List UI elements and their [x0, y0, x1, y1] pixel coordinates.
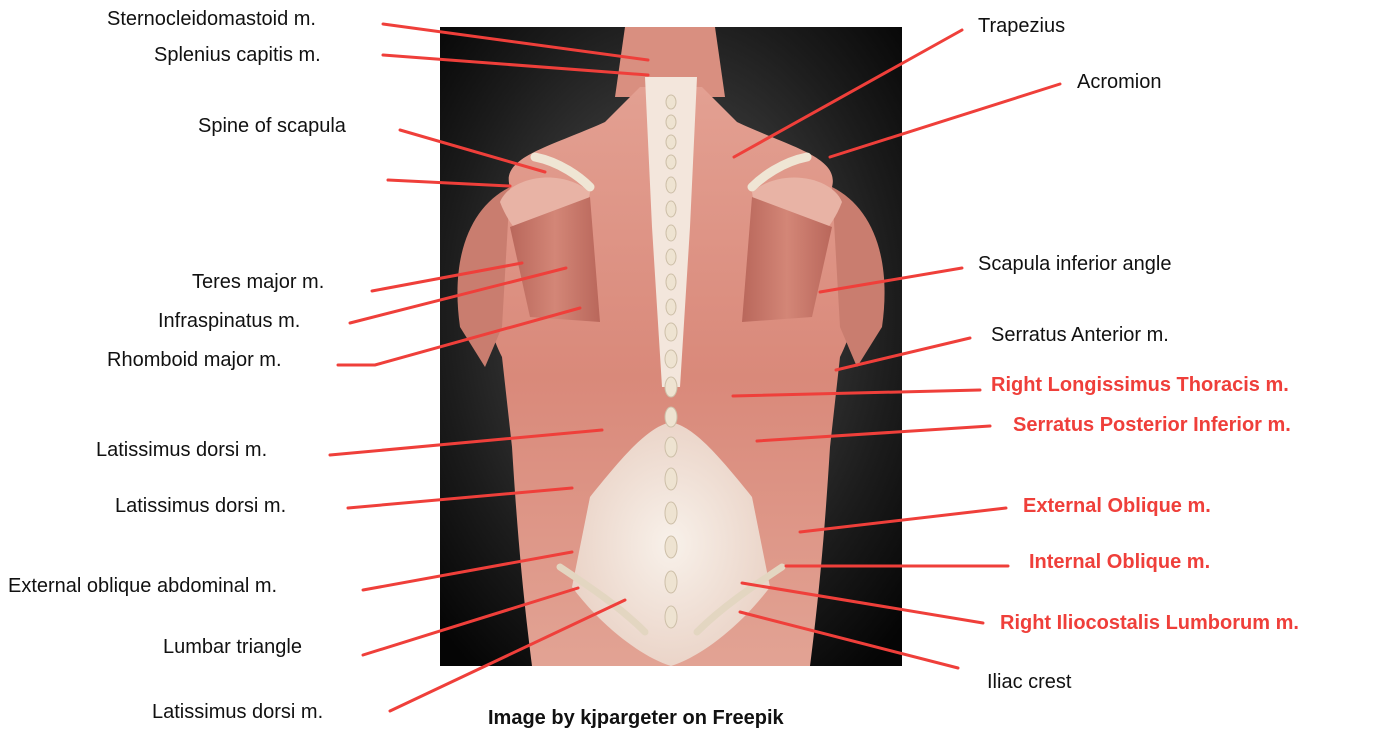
leader-spine-of-scapula	[400, 130, 545, 172]
leader-serratus-posterior-inferior	[757, 426, 990, 441]
label-serratus-anterior: Serratus Anterior m.	[991, 323, 1169, 347]
label-iliac-crest: Iliac crest	[987, 670, 1071, 694]
label-infraspinatus: Infraspinatus m.	[158, 309, 300, 333]
leader-trapezius	[734, 30, 962, 157]
leader-acromion	[830, 84, 1060, 157]
label-scapula-inferior-angle: Scapula inferior angle	[978, 252, 1171, 276]
label-external-oblique-abdominal: External oblique abdominal m.	[8, 574, 277, 598]
leader-right-longissimus	[733, 390, 980, 396]
leader-external-oblique	[800, 508, 1006, 532]
label-sternocleidomastoid: Sternocleidomastoid m.	[107, 7, 316, 31]
image-credit: Image by kjpargeter on Freepik	[488, 706, 784, 730]
label-internal-oblique: Internal Oblique m.	[1029, 550, 1210, 574]
leader-unlabeled	[388, 180, 510, 186]
leader-splenius-capitis	[383, 55, 648, 75]
label-right-iliocostalis-lumborum: Right Iliocostalis Lumborum m.	[1000, 611, 1299, 635]
leader-latissimus-dorsi-1	[330, 430, 602, 455]
label-external-oblique: External Oblique m.	[1023, 494, 1211, 518]
label-splenius-capitis: Splenius capitis m.	[154, 43, 321, 67]
label-acromion: Acromion	[1077, 70, 1161, 94]
leader-external-oblique-abdominal	[363, 552, 572, 590]
leader-scapula-inferior-angle	[820, 268, 962, 292]
label-spine-of-scapula: Spine of scapula	[198, 114, 346, 138]
label-latissimus-dorsi-2: Latissimus dorsi m.	[115, 494, 286, 518]
leader-latissimus-dorsi-2	[348, 488, 572, 508]
label-trapezius: Trapezius	[978, 14, 1065, 38]
leader-teres-major	[372, 263, 522, 291]
label-rhomboid-major: Rhomboid major m.	[107, 348, 282, 372]
leader-right-iliocostalis	[742, 583, 983, 623]
leader-iliac-crest	[740, 612, 958, 668]
label-latissimus-dorsi-3: Latissimus dorsi m.	[152, 700, 323, 724]
label-teres-major: Teres major m.	[192, 270, 324, 294]
label-serratus-posterior-inferior: Serratus Posterior Inferior m.	[1013, 413, 1291, 437]
leader-sternocleidomastoid	[383, 24, 648, 60]
label-right-longissimus-thoracis: Right Longissimus Thoracis m.	[991, 373, 1289, 397]
leader-serratus-anterior	[836, 338, 970, 370]
leader-lumbar-triangle	[363, 588, 578, 655]
label-lumbar-triangle: Lumbar triangle	[163, 635, 302, 659]
label-latissimus-dorsi-1: Latissimus dorsi m.	[96, 438, 267, 462]
leader-latissimus-dorsi-3	[390, 600, 625, 711]
